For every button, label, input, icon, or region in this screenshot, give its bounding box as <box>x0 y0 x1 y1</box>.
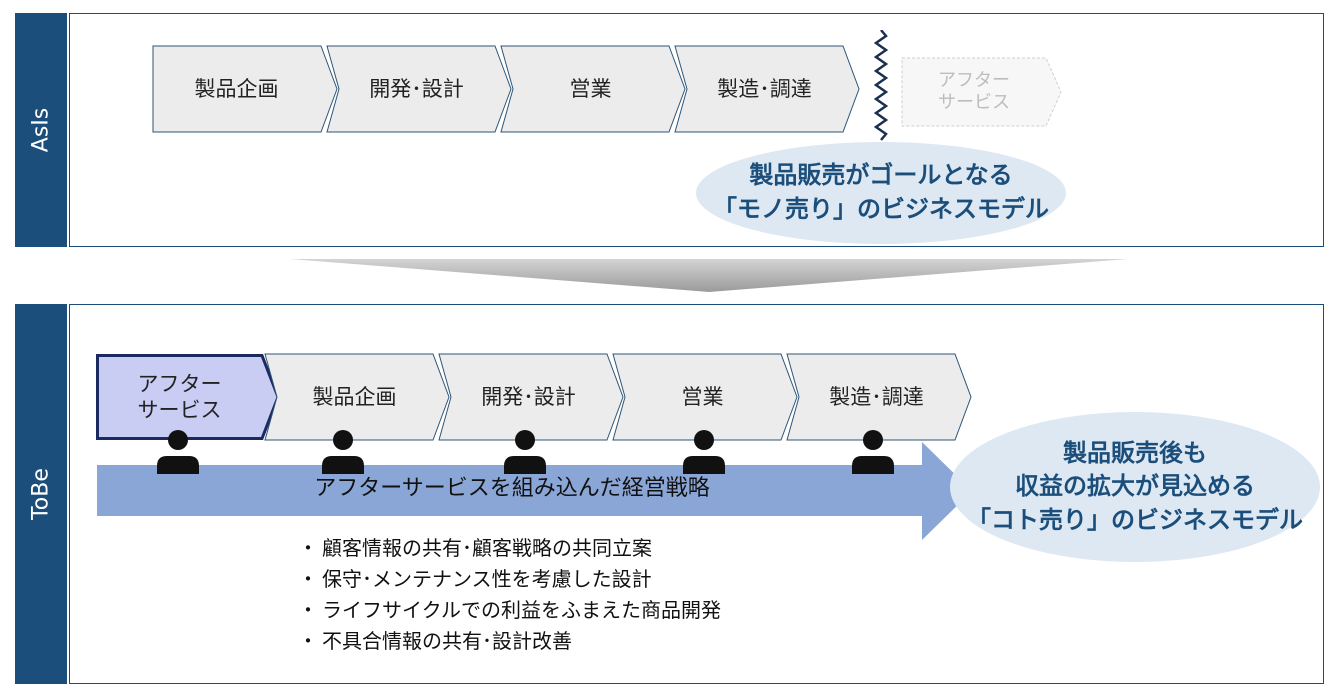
tobe-callout-ellipse: 製品販売後も 収益の拡大が見込める 「コト売り」のビジネスモデル <box>950 412 1320 562</box>
tobe-callout-line1: 製品販売後も <box>1063 438 1207 467</box>
bullet-item: 顧客情報の共有･顧客戦略の共同立案 <box>298 533 721 564</box>
bullet-item: ライフサイクルでの利益をふまえた商品開発 <box>298 595 721 626</box>
transition-down-arrow <box>290 259 1128 292</box>
tobe-step-product-planning: 製品企画 <box>264 353 450 441</box>
tobe-tab-label: ToBe <box>28 468 54 520</box>
tobe-step-sales: 営業 <box>612 353 798 441</box>
person-icon <box>322 430 364 474</box>
tobe-callout-line2: 収益の拡大が見込める <box>1015 472 1255 501</box>
asis-step-manufacturing-procurement: 製造･調達 <box>674 45 860 133</box>
tobe-callout-line3: 「コト売り」のビジネスモデル <box>967 505 1303 534</box>
strategy-arrow <box>97 442 972 540</box>
asis-tab: AsIs <box>15 13 67 247</box>
person-icon <box>157 430 199 474</box>
asis-tab-label: AsIs <box>28 107 54 153</box>
tobe-tab: ToBe <box>15 304 67 684</box>
asis-callout-line1: 製品販売がゴールとなる <box>749 161 1013 190</box>
tobe-step-development-design: 開発･設計 <box>438 353 624 441</box>
asis-callout-ellipse: 製品販売がゴールとなる 「モノ売り」のビジネスモデル <box>696 142 1066 244</box>
person-icon <box>504 430 546 474</box>
asis-step-product-planning: 製品企画 <box>152 45 338 133</box>
asis-step-after-service-faded: アフター サービス <box>901 57 1062 127</box>
bullet-item: 不具合情報の共有･設計改善 <box>298 626 721 657</box>
asis-callout-line2: 「モノ売り」のビジネスモデル <box>713 195 1049 223</box>
cutoff-zigzag-line <box>873 30 889 141</box>
bullet-item: 保守･メンテナンス性を考慮した設計 <box>298 564 721 595</box>
asis-step-development-design: 開発･設計 <box>326 45 512 133</box>
tobe-step-after-service: アフター サービス <box>96 354 281 440</box>
person-icon <box>683 430 725 474</box>
person-icon <box>852 430 894 474</box>
asis-step-sales: 営業 <box>500 45 686 133</box>
benefit-bullet-list: 顧客情報の共有･顧客戦略の共同立案 保守･メンテナンス性を考慮した設計 ライフサ… <box>298 533 721 657</box>
tobe-step-manufacturing-procurement: 製造･調達 <box>786 353 972 441</box>
strategy-arrow-label: アフターサービスを組み込んだ経営戦略 <box>314 476 710 501</box>
